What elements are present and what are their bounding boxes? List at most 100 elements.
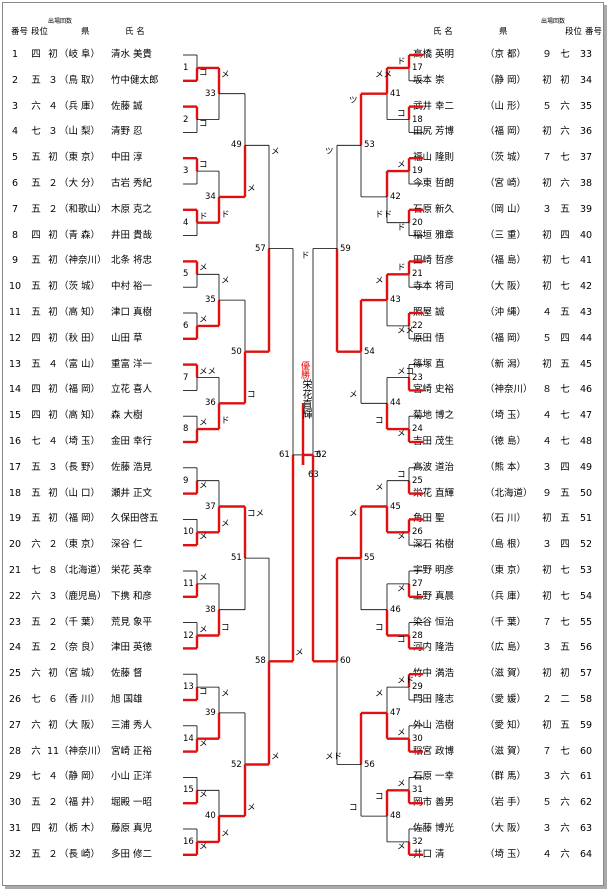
entrant-name: 深石 祐樹 <box>413 539 455 551</box>
match-mark-upper: ド <box>397 263 406 274</box>
match-number: 14 <box>183 733 194 744</box>
entrant-dan: 五 <box>560 487 570 499</box>
match-mark-upper: メ <box>397 779 406 790</box>
entrant-wins: 初 <box>542 229 552 241</box>
match-mark-lower: メ <box>397 532 406 543</box>
entrant-wins: ３ <box>542 642 552 654</box>
bracket-lines <box>183 53 423 856</box>
entrant-dan: 四 <box>560 539 570 551</box>
entrant-dan: 五 <box>560 358 570 370</box>
entrant-pref: （兵 庫） <box>485 590 527 602</box>
entrant-name: 佐藤 督 <box>111 668 143 680</box>
entrant-name: 津田 英徳 <box>111 642 153 654</box>
entrant-wins: ３ <box>542 771 552 783</box>
entrant-pref: （青 森） <box>59 229 101 241</box>
entrant-no: 43 <box>579 307 593 318</box>
entrant-dan: 七 <box>560 152 570 164</box>
entrant-no: 49 <box>579 461 593 473</box>
entrant-name: 石原 新久 <box>413 203 455 215</box>
match-mark-lower: メ <box>397 583 406 594</box>
entrant-no: 9 <box>11 255 19 267</box>
entrant-wins: 初 <box>542 126 552 138</box>
entrant-pref: （広 島） <box>485 642 527 654</box>
entrant-pref: （愛 媛） <box>485 694 527 705</box>
final-mark: コ <box>313 450 322 460</box>
entrant-pref: （東 京） <box>59 152 101 164</box>
entrant-dan: 初 <box>560 74 570 86</box>
match-number: 53 <box>364 140 375 151</box>
entrant-pref: （福 井） <box>59 797 101 809</box>
entrant-name: 吉田 茂生 <box>413 436 455 447</box>
entrant-pref: （宮 城） <box>59 668 101 680</box>
match-number: 41 <box>390 88 401 99</box>
entrant-dan: 七 <box>560 616 570 628</box>
entrant-pref: （神奈川） <box>59 745 107 757</box>
entrant-no: 23 <box>8 616 22 628</box>
match-mark-lower: メ <box>199 480 208 491</box>
entrant-name: 下携 和彦 <box>111 590 153 602</box>
match-number: 40 <box>205 811 216 822</box>
entrant-dan: 初 <box>560 668 570 680</box>
entrant-pref: （大 阪） <box>485 281 527 293</box>
entrant-pref: （沖 縄） <box>485 307 527 318</box>
entrant-name: 染谷 恒治 <box>413 616 455 628</box>
match-mark-upper: メ <box>199 263 208 274</box>
entrant-dan: 六 <box>31 668 41 680</box>
match-number: 20 <box>412 217 423 228</box>
match-number: 19 <box>412 166 423 177</box>
entrant-wins: ３ <box>48 126 58 138</box>
entrant-name: 中村 裕一 <box>111 281 153 293</box>
match-number: 52 <box>231 759 242 770</box>
entrant-no: 48 <box>579 436 593 447</box>
entrant-pref: （島 根） <box>485 539 527 551</box>
entrant-wins: ８ <box>542 384 552 396</box>
entrant-dan: 六 <box>31 719 41 731</box>
match-number: 46 <box>390 604 401 615</box>
entrant-no: 31 <box>8 823 22 834</box>
entrant-no: 22 <box>8 590 22 602</box>
entrant-dan: 六 <box>560 126 570 138</box>
entrant-dan: 五 <box>31 152 41 164</box>
entrant-no: 54 <box>579 590 593 602</box>
entrant-name: 外山 浩樹 <box>413 719 455 731</box>
entrant-name: 瀬井 正文 <box>111 487 153 499</box>
match-mark-lower: コ <box>247 390 256 401</box>
entrant-name: 栄花 直輝 <box>413 487 455 499</box>
entrant-name: 堀殿 一昭 <box>111 797 153 809</box>
entrant-wins: ２ <box>48 178 58 189</box>
entrant-wins: ８ <box>48 565 58 576</box>
match-mark-lower: メメ <box>397 325 415 336</box>
entrant-pref: （大 分） <box>59 178 101 189</box>
entrant-wins: ４ <box>542 848 552 860</box>
entrant-wins: 初 <box>542 281 552 293</box>
match-mark-lower: コ <box>199 687 208 697</box>
entrant-wins: ２ <box>48 539 58 551</box>
match-mark-upper: メ <box>397 727 406 738</box>
match-number: 15 <box>183 785 194 796</box>
entrant-no: 4 <box>11 126 19 138</box>
entrant-wins: ６ <box>48 694 58 705</box>
match-mark-upper: メメ <box>199 366 217 377</box>
match-number: 28 <box>412 630 423 641</box>
match-mark-lower: メ <box>349 390 358 401</box>
match-number: 24 <box>412 424 423 435</box>
entrant-dan: 五 <box>31 487 41 499</box>
entrant-name: 荒見 象平 <box>111 616 153 628</box>
entrant-dan: 五 <box>31 255 41 267</box>
